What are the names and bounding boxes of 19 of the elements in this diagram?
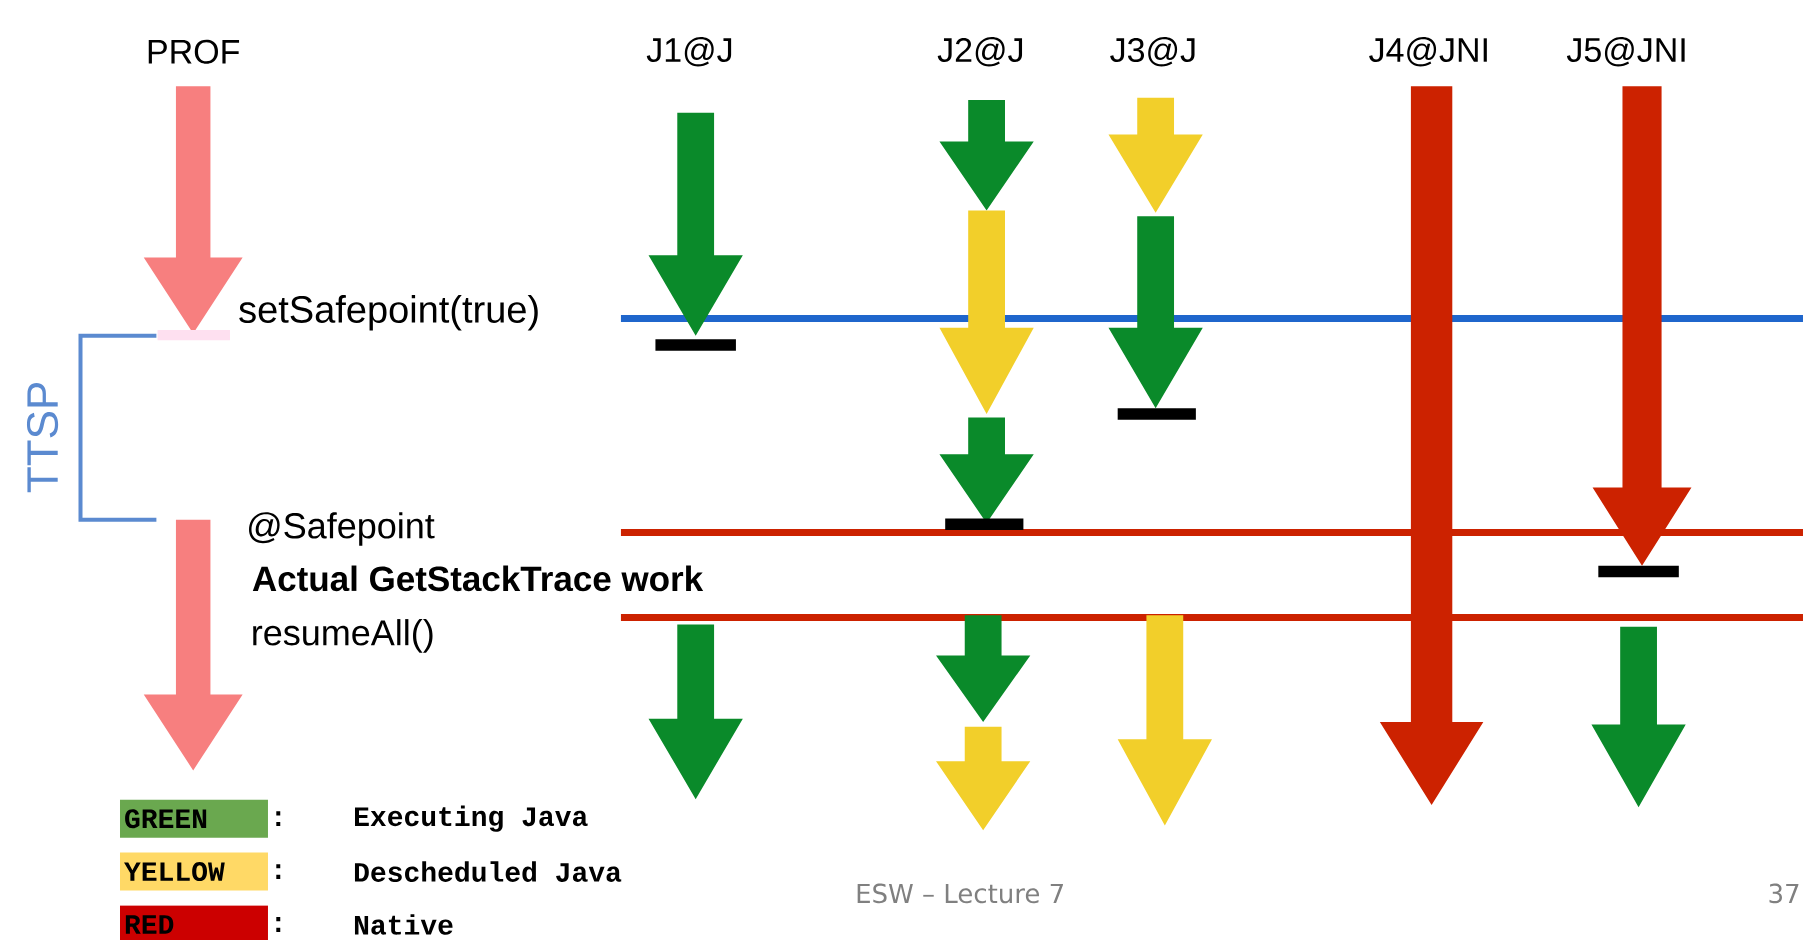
column-heading: J5@JNI: [1566, 37, 1685, 67]
column-heading: J4@JNI: [1369, 37, 1487, 67]
footer-text: ESW – Lecture 7: [857, 883, 1063, 904]
legend-colon: :: [276, 864, 281, 879]
column-heading: J1@J: [646, 37, 732, 67]
bracket-label: TTSP: [26, 383, 59, 493]
event-label: @Safepoint: [249, 512, 435, 546]
page-number: 37: [1769, 883, 1799, 904]
legend-text: Executing Java: [355, 805, 588, 832]
legend-colon: :: [276, 917, 281, 932]
legend-colon: :: [276, 811, 281, 827]
legend-text: Native: [354, 914, 453, 935]
event-label: Actual GetStackTrace work: [252, 565, 704, 592]
event-label: resumeAll(): [253, 619, 433, 653]
column-heading: PROF: [148, 39, 240, 64]
column-heading: J3@J: [1110, 37, 1195, 67]
legend-text: Descheduled Java: [354, 861, 622, 882]
column-heading: J2@J: [937, 37, 1023, 67]
event-label: setSafepoint(true): [239, 295, 538, 331]
